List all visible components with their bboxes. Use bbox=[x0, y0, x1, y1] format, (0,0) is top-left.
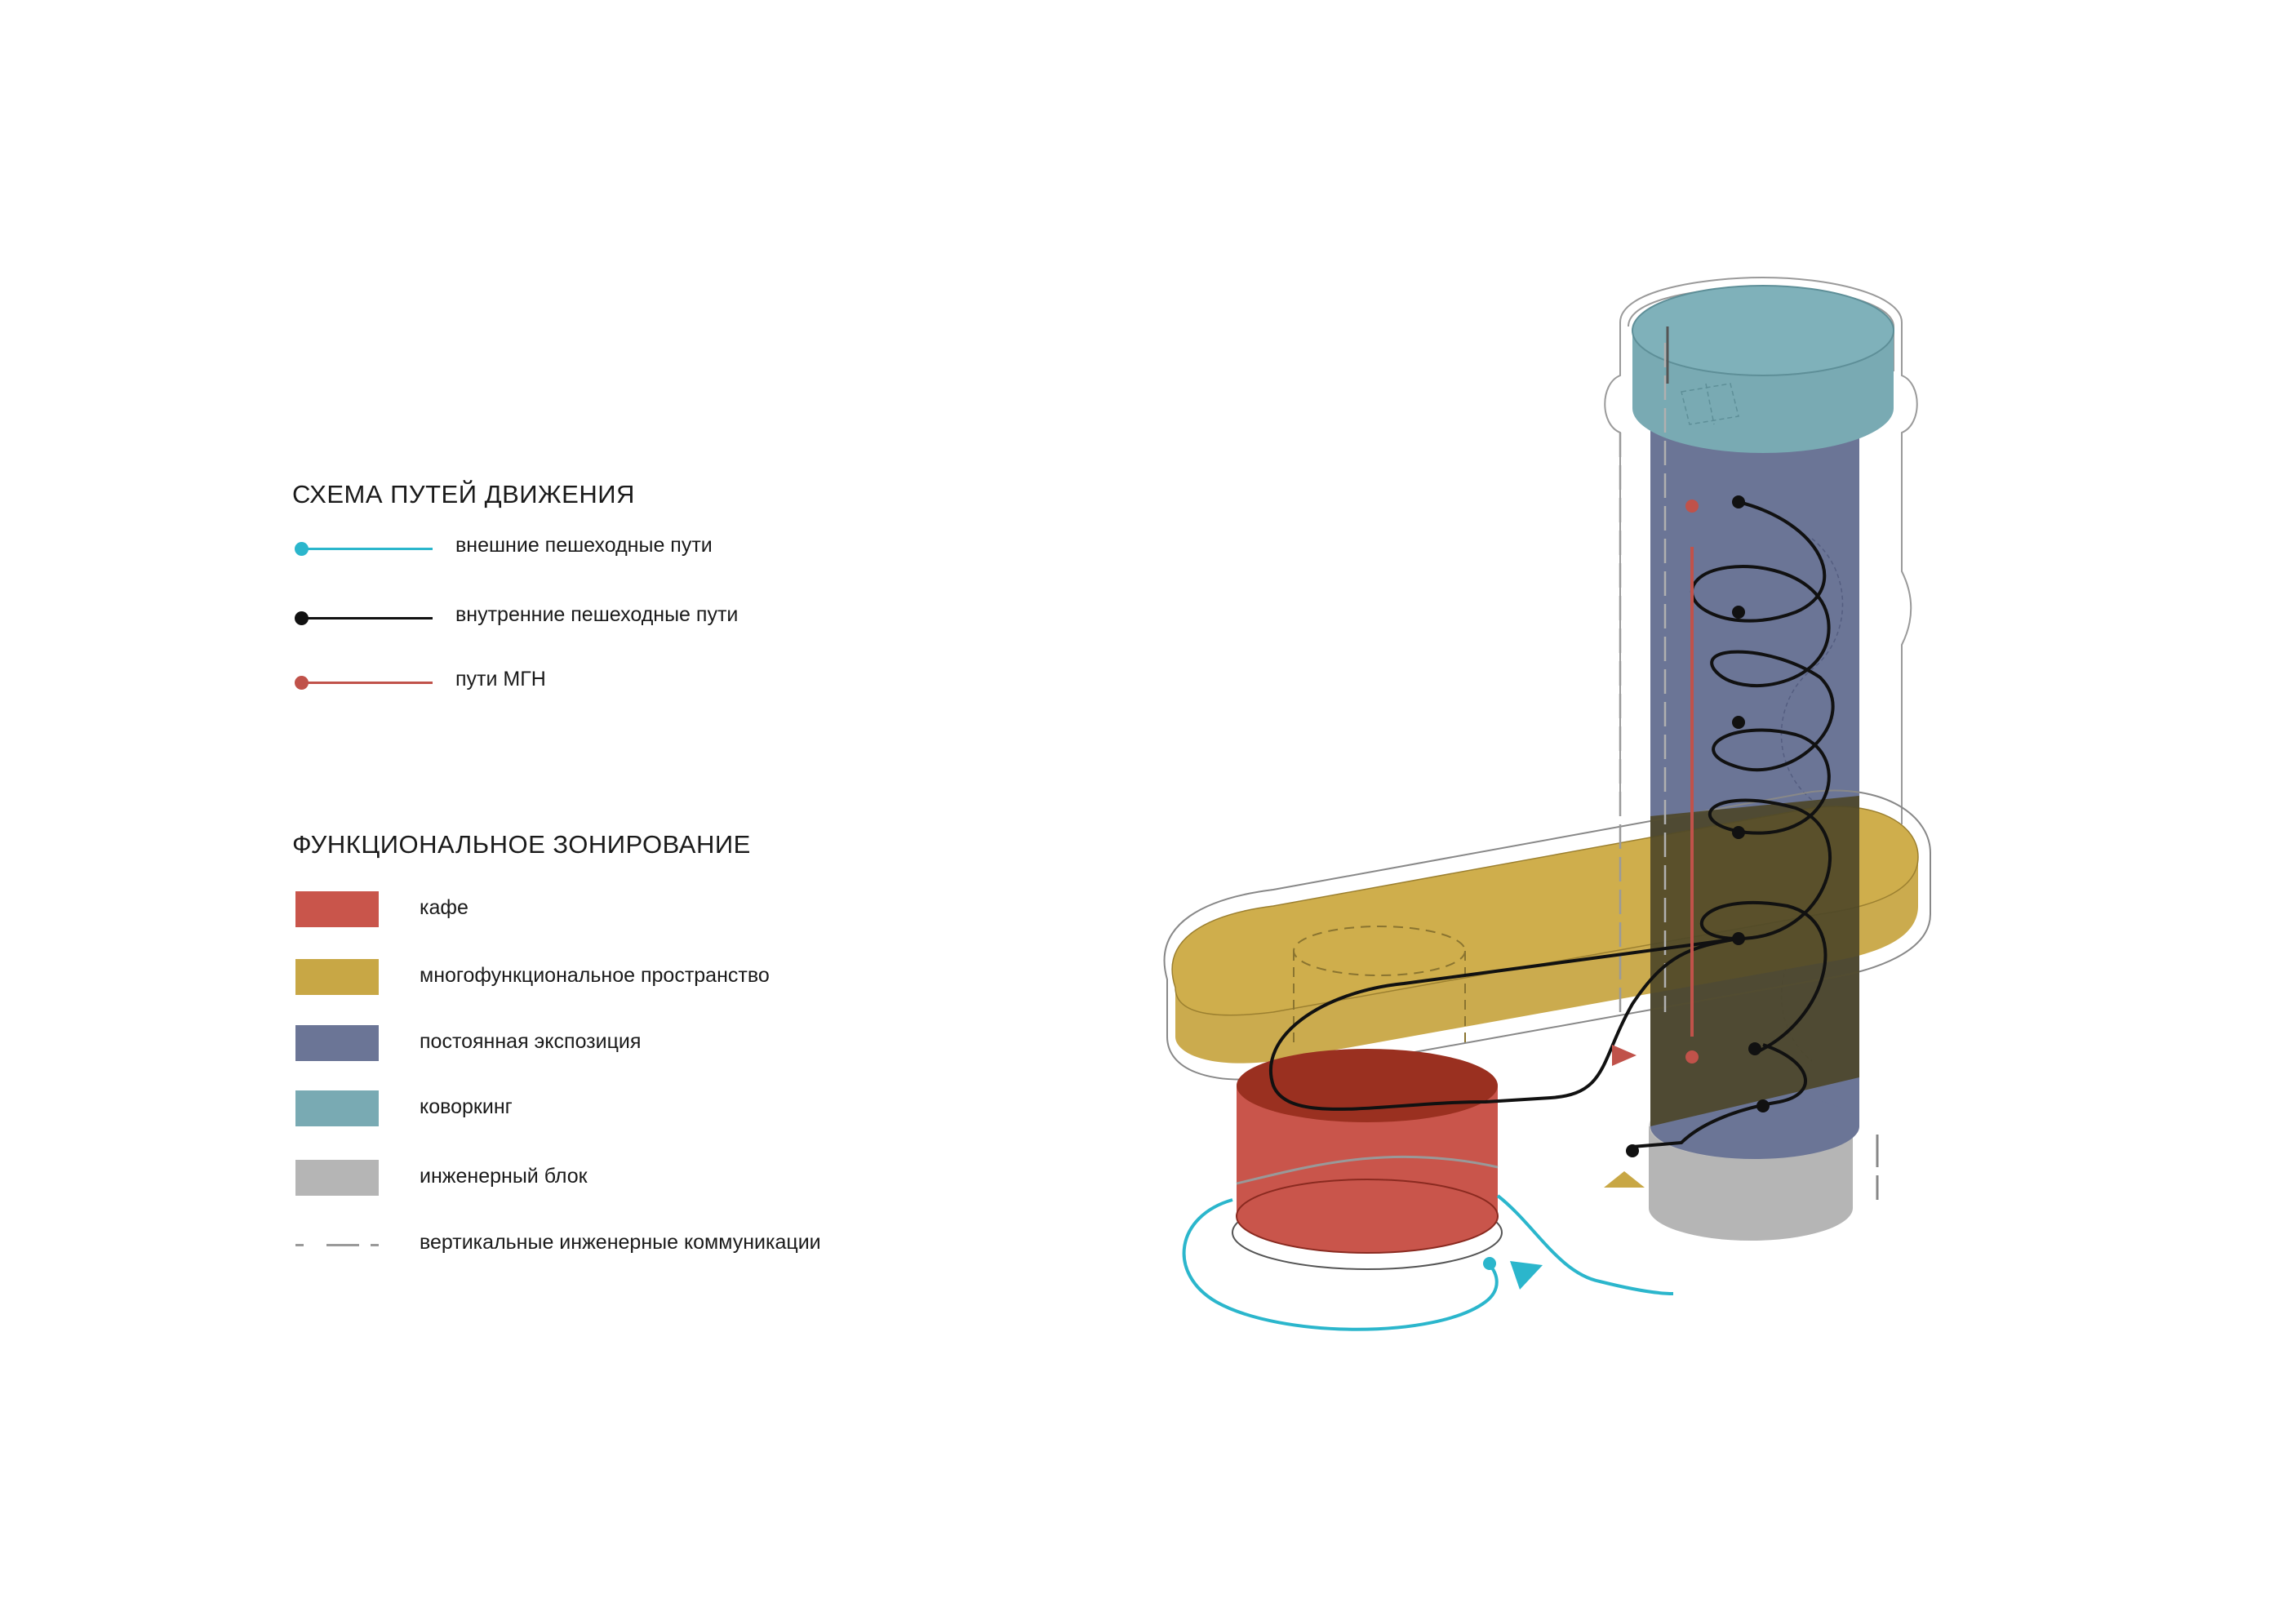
mgn-arrow-icon bbox=[1612, 1045, 1637, 1066]
tower-slab-overlap bbox=[1650, 796, 1859, 1126]
legend-item-multifunctional: многофункциональное пространство bbox=[295, 959, 1030, 997]
hidden-cylinder bbox=[1293, 926, 1466, 1045]
path-dot-icon bbox=[295, 542, 309, 556]
cafe-volume bbox=[1232, 1049, 1503, 1270]
coworking-volume bbox=[1632, 285, 1894, 453]
external-entry-arrow-icon bbox=[1510, 1261, 1543, 1290]
external-path-dot-icon bbox=[1483, 1257, 1496, 1270]
legend-label: коворкинг bbox=[420, 1095, 513, 1118]
legend-item-internal-paths: внутренние пешеходные пути bbox=[292, 602, 1027, 634]
mgn-path bbox=[1612, 500, 1699, 1066]
zones-legend-title: ФУНКЦИОНАЛЬНОЕ ЗОНИРОВАНИЕ bbox=[292, 830, 751, 859]
legend-item-cafe: кафе bbox=[295, 891, 1030, 929]
path-line-swatch bbox=[300, 548, 433, 550]
path-dot-icon bbox=[295, 676, 309, 690]
legend-label: пути МГН bbox=[455, 668, 546, 691]
external-walking-path bbox=[1182, 1194, 1674, 1331]
internal-path-nodes bbox=[1626, 495, 1770, 1157]
legend-item-coworking: коворкинг bbox=[295, 1090, 1030, 1128]
zone-swatch bbox=[295, 959, 379, 995]
legend-label: кафе bbox=[420, 896, 469, 919]
legend-item-mgn-paths: пути МГН bbox=[292, 666, 1027, 699]
legend-label: внутренние пешеходные пути bbox=[455, 603, 739, 626]
legend-label: вертикальные инженерные коммуникации bbox=[420, 1231, 821, 1254]
zone-swatch bbox=[295, 1160, 379, 1196]
legend-item-exhibition: постоянная экспозиция bbox=[295, 1025, 1030, 1063]
legend-item-utilities: вертикальные инженерные коммуникации bbox=[295, 1226, 1030, 1263]
legend-label: многофункциональное пространство bbox=[420, 964, 770, 987]
internal-walking-path bbox=[1268, 500, 1835, 1148]
legend-label: внешние пешеходные пути bbox=[455, 534, 713, 557]
paths-legend-title: СХЕМА ПУТЕЙ ДВИЖЕНИЯ bbox=[292, 480, 635, 508]
legend-item-engineering: инженерный блок bbox=[295, 1160, 1030, 1197]
zone-swatch bbox=[295, 1025, 379, 1061]
zone-swatch bbox=[295, 1090, 379, 1126]
legend-item-external-paths: внешние пешеходные пути bbox=[292, 532, 1027, 565]
legend-label: инженерный блок bbox=[420, 1165, 588, 1188]
entrance-arrow-icon bbox=[1604, 1171, 1645, 1188]
path-line-swatch bbox=[300, 617, 433, 619]
path-dot-icon bbox=[295, 611, 309, 625]
zone-swatch bbox=[295, 891, 379, 927]
legend-label: постоянная экспозиция bbox=[420, 1030, 642, 1053]
vertical-utilities bbox=[1619, 343, 1667, 1012]
dashed-line-swatch bbox=[295, 1244, 379, 1246]
legend: СХЕМА ПУТЕЙ ДВИЖЕНИЯ внешние пешеходные … bbox=[0, 0, 1061, 1612]
path-line-swatch bbox=[300, 682, 433, 684]
